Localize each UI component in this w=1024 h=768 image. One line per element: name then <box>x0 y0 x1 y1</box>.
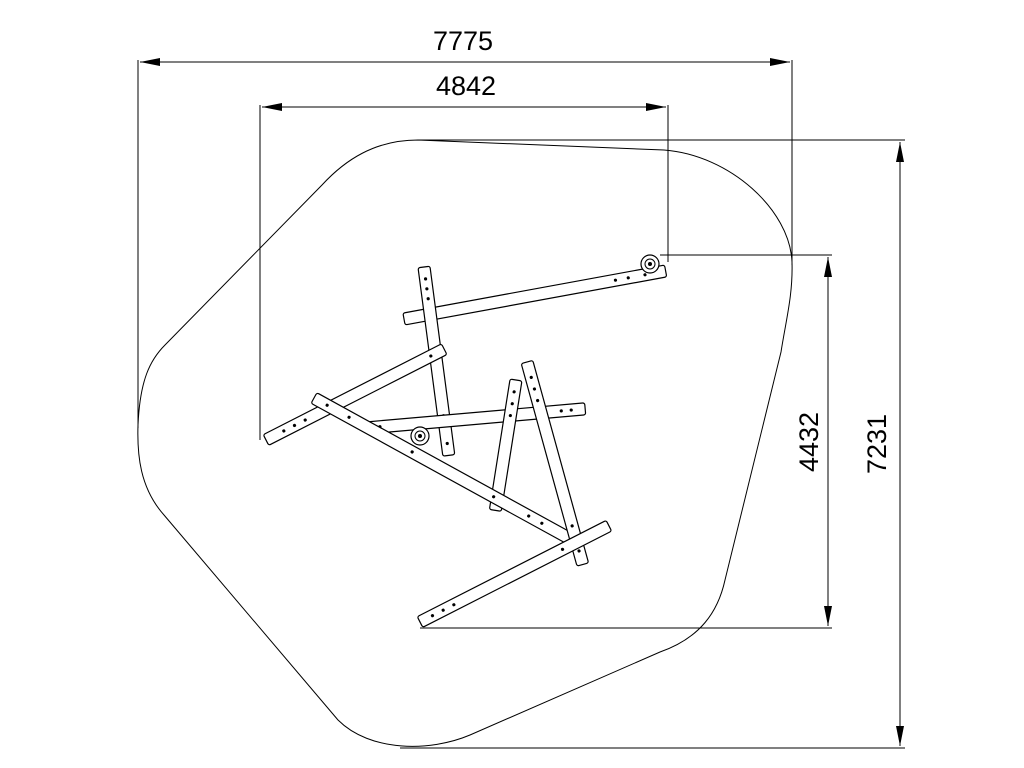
anchor-point <box>410 426 430 446</box>
log <box>489 378 523 512</box>
log <box>417 520 612 628</box>
log <box>402 264 667 326</box>
log <box>365 402 587 435</box>
overall-depth-label: 7231 <box>862 414 892 474</box>
overall-width-dimension: 7775 <box>137 26 793 428</box>
frame-width-label: 4842 <box>436 71 496 101</box>
log <box>521 360 589 567</box>
overall-width-label: 7775 <box>433 26 493 56</box>
frame-depth-dimension: 4432 <box>420 254 832 629</box>
anchor-point <box>640 254 660 274</box>
safety-zone-outline <box>137 139 793 747</box>
frame-width-dimension: 4842 <box>259 71 669 440</box>
overall-depth-dimension: 7231 <box>400 139 905 749</box>
log <box>263 343 447 446</box>
log-structure <box>263 264 667 628</box>
frame-depth-label: 4432 <box>794 412 824 472</box>
